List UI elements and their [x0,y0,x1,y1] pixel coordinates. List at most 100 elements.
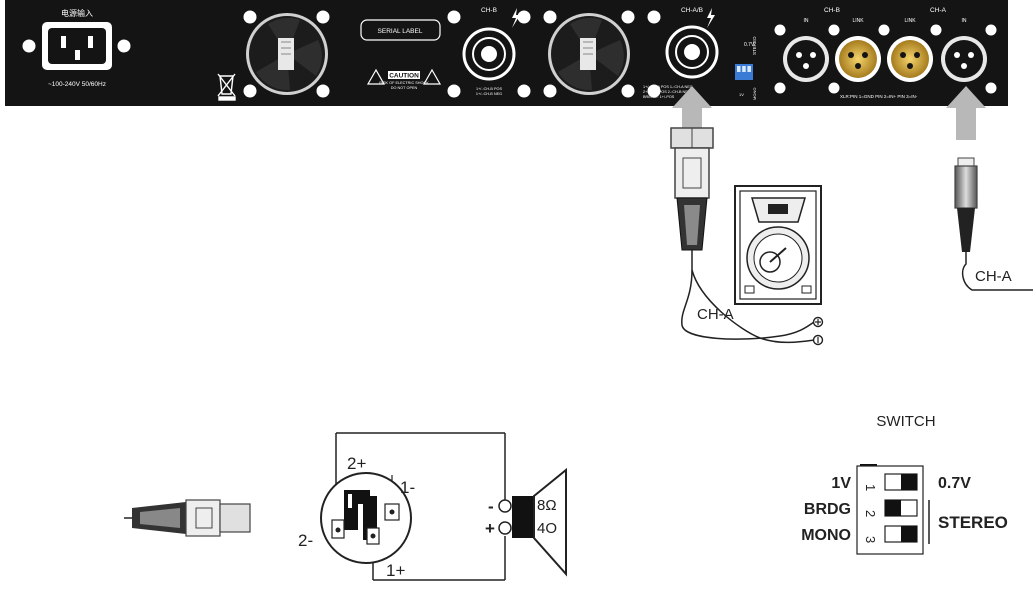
xlr-cha-label: CH-A [930,7,947,14]
insert-arrow-xlr [946,86,986,140]
speaker-cabinet-icon [734,185,822,305]
speaker-symbol-icon [498,467,567,577]
speakon-chab-sub3: BRIDGE: 1+/-POS [643,95,675,99]
xlr-male-cha-link [887,36,933,82]
cooling-fan-1 [246,13,328,95]
switch-row1-right: 0.7V [938,475,971,492]
screw-icon [542,9,558,25]
speakon-plug-vertical [670,127,714,251]
serial-caution: SERIAL LABEL CAUTION RISK OF ELECTRIC SH… [360,19,442,90]
weee-bin-icon [217,73,236,101]
switch-row2-num: 2 [863,510,878,517]
switch-row2-left: BRDG [804,501,851,518]
xlr-chb-link: LINK [852,18,864,24]
plus-sign: + [485,519,495,538]
dip-bottom1: 1V [739,92,744,97]
screw-icon [542,83,558,99]
xlr-plug-vertical [954,157,978,252]
insert-arrow-speakon [672,86,712,128]
power-inlet: 电源输入 ~100-240V 50/60Hz [42,8,112,88]
caution-label: CAUTION [389,73,419,80]
screw-icon [984,23,998,37]
warning-icon [366,68,386,85]
xlr-cha-in: IN [962,18,967,24]
speakon-socket-icon [665,25,719,79]
switch-group-right: STEREO [938,513,1008,532]
screw-icon [315,9,331,25]
caution-sub1: RISK OF ELECTRIC SHOCK [379,81,429,85]
screw-icon [242,9,258,25]
speakon-chb-sub2: 1+/-:CH-B NEG [476,92,502,96]
speakon-chab: CH-A/B 1+/-:CH-A POS 1-:CH-A NEG 2+:CH-B… [643,7,719,99]
speakon-socket-icon [462,27,516,81]
xlr-cable [961,252,1033,291]
pin-1plus: 1+ [386,561,405,580]
xlr-section: CH-B CH-A IN LINK LINK IN [783,7,987,99]
screw-icon [446,83,462,99]
rear-panel: 电源输入 ~100-240V 50/60Hz SERIAL LABEL [5,0,1008,106]
screw-icon [646,9,662,25]
warning-icon [422,68,442,85]
xlr-chb-label: CH-B [824,7,840,14]
screw-icon [929,23,943,37]
speakon-chab-sub2: 2+:CH-B POS 2-:CH-B NEG [643,90,691,94]
xlr-cha-link: LINK [904,18,916,24]
screw-icon [620,9,636,25]
speaker-cable-2 [691,269,815,344]
screw-icon [315,83,331,99]
xlr-chb-in: IN [804,18,809,24]
minus-sign: - [488,497,494,516]
speakon-pinout: 2+ 1- 2- 1+ - + 8Ω 4O [124,432,567,581]
impedance-8: 8Ω [537,497,557,514]
speakon-chb: CH-B 1+/-:CH-B POS 1+/-:CH-B NEG [462,7,520,96]
serial-label: SERIAL LABEL [378,28,423,35]
up-arrow-icon [946,86,986,140]
dip-bottom2: MONO [752,88,757,100]
power-rating: ~100-240V 50/60Hz [48,81,106,88]
speaker-cable [681,250,815,340]
cha-speaker-label: CH-A [697,306,734,323]
screw-icon [773,81,787,95]
dip-right-label: STEREO [752,36,757,55]
screw-icon [773,23,787,37]
switch-row3-num: 3 [863,536,878,543]
screw-icon [646,83,662,99]
speakon-chab-sub1: 1+/-:CH-A POS 1-:CH-A NEG [643,85,693,89]
screw-icon [620,83,636,99]
screw-icon [516,9,532,25]
panel-screws [21,9,998,99]
xlr-pin-text: XLR:PIN 1=GND PIN 2=IN+ PIN 3=IN- [840,94,918,99]
screw-icon [116,38,132,54]
power-label: 电源输入 [61,8,93,18]
screw-icon [21,38,37,54]
speakon-chb-sub1: 1+/-:CH-B POS [476,87,503,91]
cha-right-label: CH-A [975,268,1012,285]
screw-icon [516,83,532,99]
switch-title: SWITCH [876,413,935,430]
screw-icon [827,81,841,95]
dip-top-label: 0.7V [744,42,755,48]
impedance-4: 4O [537,520,557,537]
pin-2minus: 2- [298,531,313,550]
cable-terminals [812,316,824,346]
switch-legend: SWITCH 1V 1 0.7V BRDG 2 MONO 3 STEREO [801,413,1008,555]
screw-icon [877,23,891,37]
screw-icon [446,9,462,25]
xlr-female-chb-in [783,36,829,82]
xlr-female-cha-in [941,36,987,82]
speakon-chab-label: CH-A/B [681,7,703,14]
up-arrow-icon [672,86,712,128]
switch-row1-left: 1V [831,475,851,492]
dip-switch: 0.7V STEREO 1V MONO [735,36,757,100]
cooling-fan-2 [548,13,630,95]
caution-sub2: DO NOT OPEN [391,86,418,90]
speakon-plug-horizontal [124,499,251,537]
speakon-chb-label: CH-B [481,7,497,14]
switch-row3-left: MONO [801,527,851,544]
switch-row1-num: 1 [863,484,878,491]
xlr-male-chb-link [835,36,881,82]
lightning-icon [707,8,715,28]
screw-icon [242,83,258,99]
screw-icon [827,23,841,37]
